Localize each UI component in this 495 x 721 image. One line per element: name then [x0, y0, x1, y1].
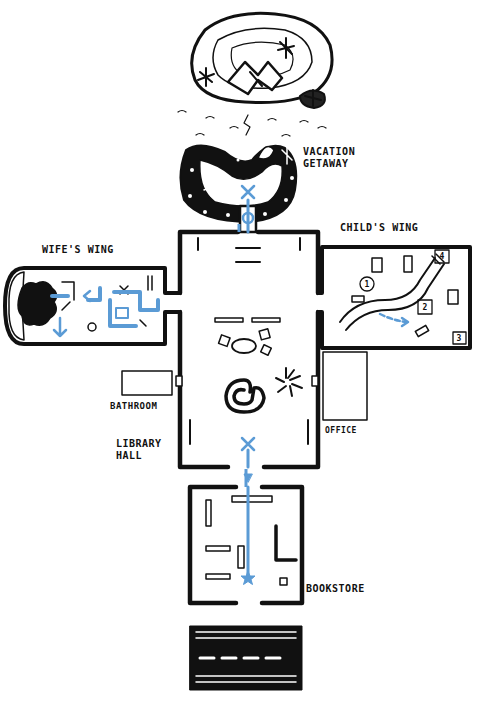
room-label: LIBRARY HALL: [116, 438, 176, 462]
room-label: WIFE'S WING: [42, 244, 114, 256]
wing-room: CHILD'S WING: [320, 245, 472, 350]
small-room: OFFICE: [322, 350, 368, 422]
room-label: BATHROOM: [110, 401, 157, 412]
store-room: BOOKSTORE: [190, 487, 302, 604]
room-label: BOOKSTORE: [306, 583, 365, 595]
callout-number: 1: [362, 280, 372, 289]
route-line: [238, 224, 241, 232]
room-label: CHILD'S WING: [340, 222, 418, 234]
room-label: VACATION GETAWAY: [303, 146, 375, 170]
room-label: OFFICE: [325, 426, 357, 436]
hall-room: LIBRARY HALL: [180, 232, 320, 469]
callout-number: 2: [420, 303, 430, 312]
callout-number: 4: [437, 252, 447, 261]
callout-number: 3: [454, 334, 464, 343]
wing-room: WIFE'S WING: [4, 264, 182, 348]
getaway-area: VACATION GETAWAY: [178, 138, 298, 224]
small-room: BATHROOM: [122, 370, 174, 396]
route-line: [245, 469, 248, 487]
